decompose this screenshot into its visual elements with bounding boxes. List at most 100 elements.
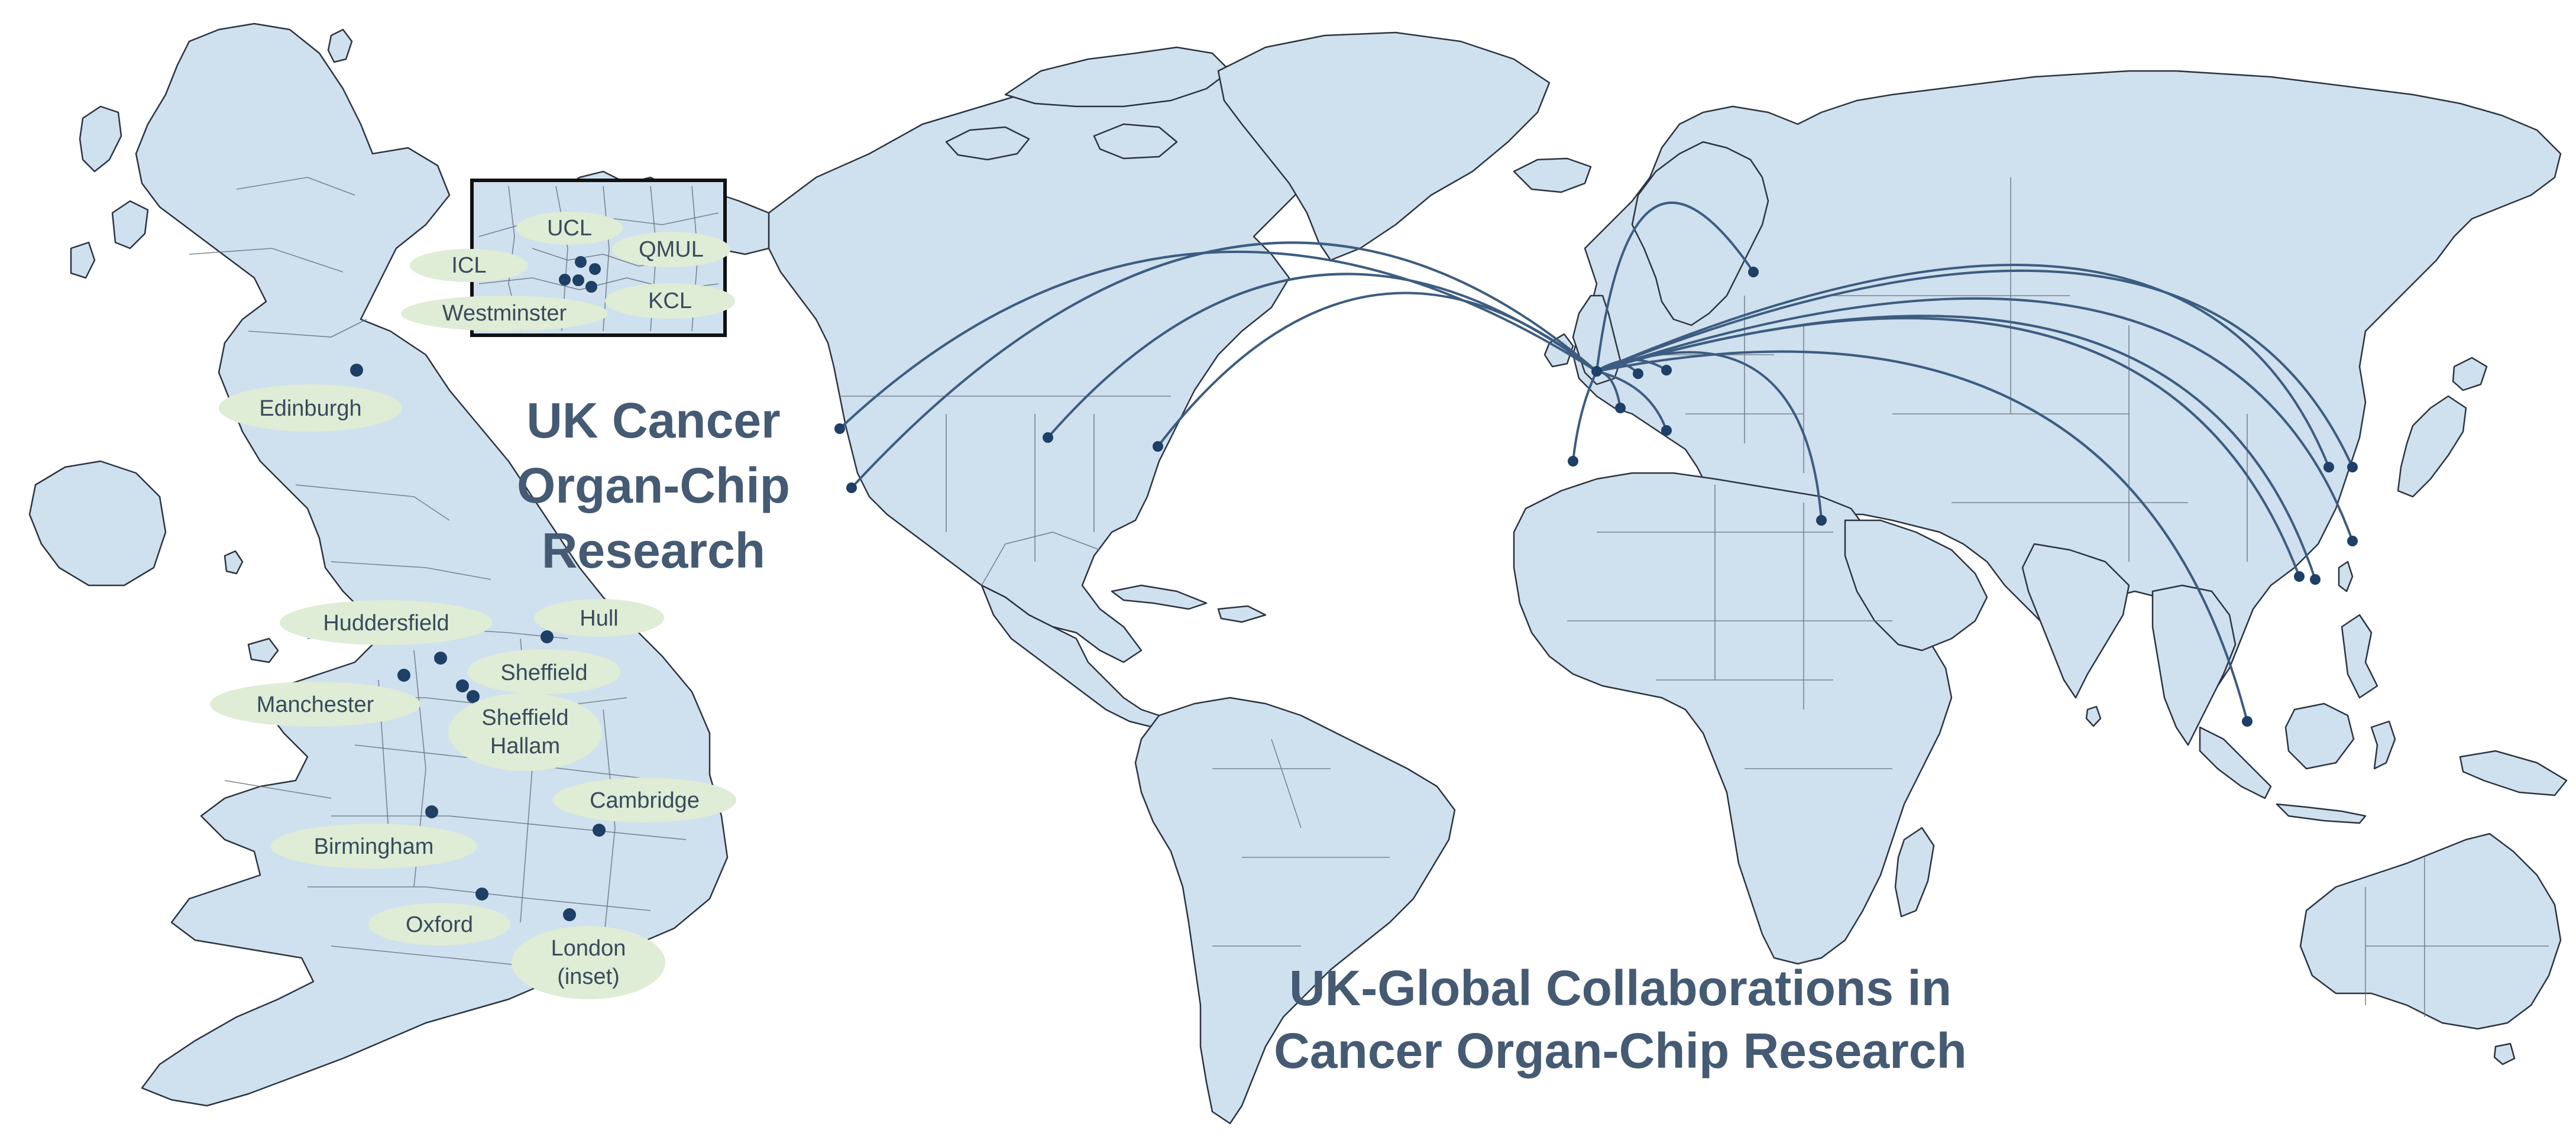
land-borneo <box>2284 702 2355 770</box>
world-markers <box>834 267 2358 727</box>
label-qmul-text: QMUL <box>639 237 704 262</box>
land-hokkaido <box>2452 357 2488 391</box>
marker-korea <box>2347 462 2358 472</box>
label-london-text-1: London <box>551 936 626 961</box>
label-manchester-text: Manchester <box>257 692 374 717</box>
marker-italy <box>1661 425 1672 436</box>
marker-spain <box>1568 456 1578 467</box>
marker-taiwan <box>2310 574 2321 585</box>
label-cambridge: Cambridge <box>553 778 736 822</box>
inset-markers <box>559 256 601 293</box>
land-ireland-world <box>1543 333 1574 368</box>
land-taiwan <box>2338 561 2354 592</box>
land-south-america <box>1134 697 1456 1125</box>
label-ucl: UCL <box>516 212 623 245</box>
arc-china-north <box>1596 264 2330 468</box>
marker-us-midwest <box>1043 432 1053 443</box>
uk-title-line-2: Organ-Chip <box>517 458 790 513</box>
land-scandinavia <box>1631 141 1769 326</box>
inset-labels: UCL QMUL ICL Westminster KCL <box>401 212 735 331</box>
land-ireland <box>28 460 167 587</box>
marker-manchester <box>397 669 410 682</box>
land-sri-lanka <box>2085 705 2102 727</box>
marker-edinburgh <box>350 364 363 377</box>
label-edinburgh-text: Edinburgh <box>259 396 361 421</box>
land-madagascar <box>1894 827 1935 918</box>
marker-singapore <box>2242 716 2253 727</box>
land-shetland <box>327 28 353 63</box>
label-birmingham-text: Birmingham <box>314 834 434 859</box>
marker-westminster <box>572 274 584 286</box>
uk-labels: Edinburgh Huddersfield Hull Sheffield Ma… <box>210 384 736 999</box>
label-hull: Hull <box>534 599 664 637</box>
label-oxford-text: Oxford <box>406 912 473 937</box>
land-india <box>2021 543 2130 699</box>
marker-sheffield-hallam <box>467 690 480 703</box>
label-sheffield: Sheffield <box>467 649 621 694</box>
marker-netherlands <box>1633 368 1643 379</box>
marker-icl <box>559 274 571 286</box>
label-hull-text: Hull <box>580 606 618 631</box>
uk-title-line-1: UK Cancer <box>526 393 780 448</box>
land-cuba <box>1111 584 1208 610</box>
marker-germany <box>1661 365 1672 375</box>
label-manchester: Manchester <box>210 682 420 727</box>
arc-singapore <box>1596 350 2248 722</box>
label-edinburgh: Edinburgh <box>219 384 402 432</box>
uk-markers <box>350 364 606 921</box>
marker-ucl <box>575 256 587 268</box>
land-anglesey <box>247 637 279 663</box>
label-ucl-text: UCL <box>547 216 592 241</box>
label-kcl-text: KCL <box>648 289 692 313</box>
label-london: London (inset) <box>512 926 665 999</box>
label-westminster-text: Westminster <box>442 301 567 326</box>
label-sheffield-hallam-text-1: Sheffield <box>481 705 568 730</box>
marker-hull <box>541 630 554 643</box>
arc-taiwan <box>1596 315 2316 580</box>
label-westminster: Westminster <box>401 296 608 331</box>
marker-us-west-north <box>834 423 845 434</box>
land-australia <box>2299 833 2562 1030</box>
label-london-text-2: (inset) <box>557 964 620 989</box>
uk-title-line-3: Research <box>542 523 765 578</box>
land-greenland <box>1217 31 1551 261</box>
marker-switzerland <box>1615 403 1626 413</box>
marker-qmul <box>589 263 601 275</box>
label-qmul: QMUL <box>612 232 730 267</box>
global-title-line-1: UK-Global Collaborations in <box>1289 960 1952 1016</box>
land-indochina <box>2151 584 2237 746</box>
label-huddersfield: Huddersfield <box>280 600 493 645</box>
land-arctic-archipelago-3 <box>1093 123 1178 160</box>
land-sulawesi <box>2370 720 2396 770</box>
land-philippines <box>2341 614 2378 699</box>
arc-korea <box>1596 269 2354 468</box>
land-iceland <box>1513 157 1592 193</box>
marker-hong-kong <box>2294 571 2305 582</box>
land-hispaniola <box>1217 605 1267 623</box>
marker-birmingham <box>425 805 438 818</box>
label-icl-text: ICL <box>451 253 486 278</box>
land-sumatra <box>2199 726 2272 799</box>
label-kcl: KCL <box>605 283 735 319</box>
land-tasmania <box>2493 1042 2516 1065</box>
collaboration-arcs <box>839 201 2354 722</box>
arc-us-west-south <box>850 241 1598 489</box>
land-hebrides-1 <box>79 105 122 173</box>
marker-china-north <box>2323 462 2334 472</box>
marker-us-east <box>1153 441 1163 452</box>
marker-finland <box>1748 267 1759 277</box>
label-birmingham: Birmingham <box>270 824 477 869</box>
world-borders <box>840 177 2549 1017</box>
label-sheffield-text: Sheffield <box>500 660 587 685</box>
land-java <box>2276 803 2367 824</box>
world-map <box>561 31 2568 1125</box>
arc-china-east <box>1596 297 2354 542</box>
land-arabia <box>1844 519 1988 652</box>
land-africa <box>1513 472 1953 965</box>
arc-finland <box>1596 201 1755 372</box>
land-isle-of-man <box>224 550 244 575</box>
marker-london <box>563 908 576 921</box>
marker-uk-origin <box>1591 366 1602 377</box>
marker-cambridge <box>593 824 606 837</box>
